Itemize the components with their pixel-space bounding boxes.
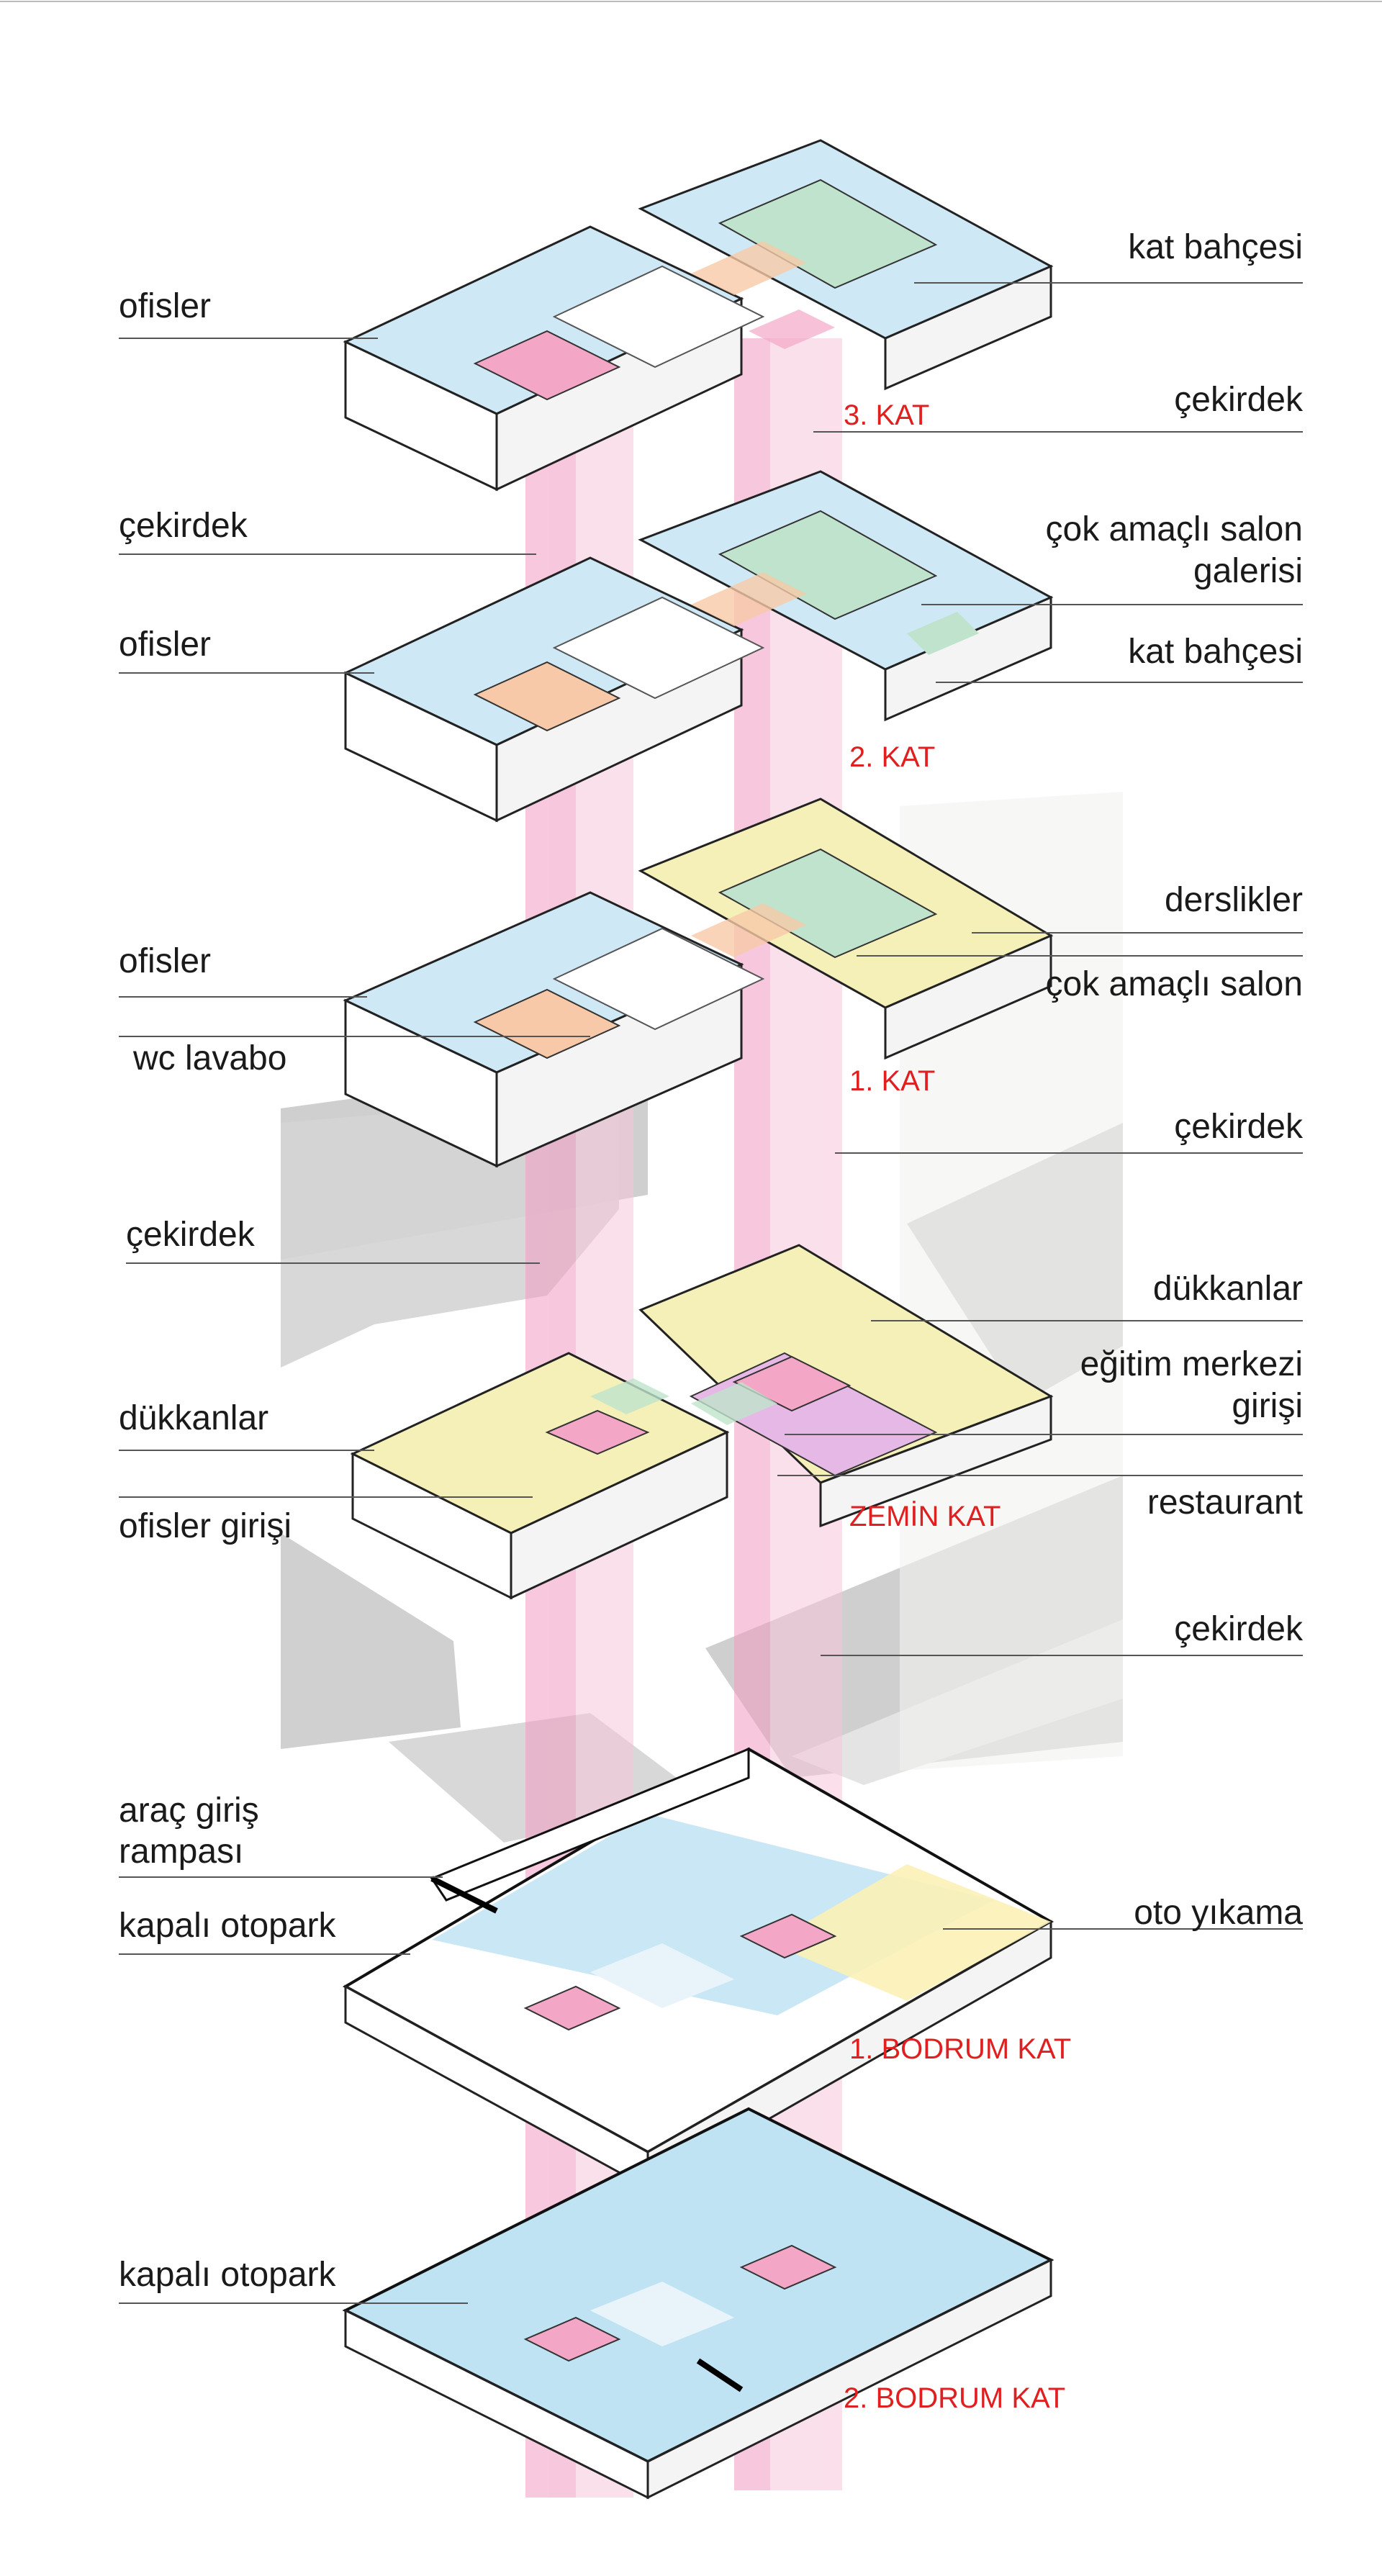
site-context [281,792,1123,1843]
label-ground-shops-right: dükkanlar [1152,1270,1303,1308]
label-f3-core: çekirdek [1174,381,1303,419]
label-f1-wc: wc lavabo [133,1039,287,1077]
label-f3-garden: kat bahçesi [1128,228,1303,266]
label-f1-offices: ofisler [119,942,212,980]
floor-ground [350,1244,1054,1600]
label-b2-parking: kapalı otopark [119,2256,336,2294]
floor-basement-2 [342,2107,1054,2500]
label-f1-classrooms: derslikler [1164,881,1303,919]
label-f2-garden: kat bahçesi [1128,633,1303,671]
label-b1-parking: kapalı otopark [119,1907,336,1945]
floor-label-basement-2: 2. BODRUM KAT [844,2382,1066,2414]
label-b1-carwash: oto yıkama [1134,1894,1303,1932]
label-ground-core-right: çekirdek [1174,1610,1303,1648]
label-f1-hall: çok amaçlı salon [1045,965,1304,1003]
label-ground-edu-1: eğitim merkezi [1080,1345,1303,1383]
label-ground-restaurant: restaurant [1147,1483,1303,1522]
label-f2-gallery-1: çok amaçlı salon [1045,510,1304,548]
floor-label-3: 3. KAT [844,399,930,431]
label-ground-edu-2: girişi [1232,1387,1303,1425]
label-ground-shops-left: dükkanlar [119,1399,269,1437]
label-ground-core-left: çekirdek [126,1216,255,1254]
label-f1-core: çekirdek [1174,1108,1303,1146]
floor-label-ground: ZEMİN KAT [849,1501,1001,1532]
label-f2-offices: ofisler [119,625,212,664]
label-ground-office-entry: ofisler girişi [119,1507,292,1545]
label-f2-core: çekirdek [119,507,248,545]
label-b1-ramp-1: araç giriş [119,1791,259,1830]
floor-label-2: 2. KAT [849,741,936,773]
floor-label-basement-1: 1. BODRUM KAT [849,2033,1072,2065]
label-b1-ramp-2: rampası [119,1832,244,1871]
floor-label-1: 1. KAT [849,1065,936,1097]
floor-3 [343,139,1054,492]
label-f3-offices: ofisler [119,287,212,325]
floor-2 [343,470,1054,823]
leader-lines [119,282,1303,2304]
label-f2-gallery-2: galerisi [1193,552,1303,590]
floor-basement-1 [342,1747,1054,2190]
